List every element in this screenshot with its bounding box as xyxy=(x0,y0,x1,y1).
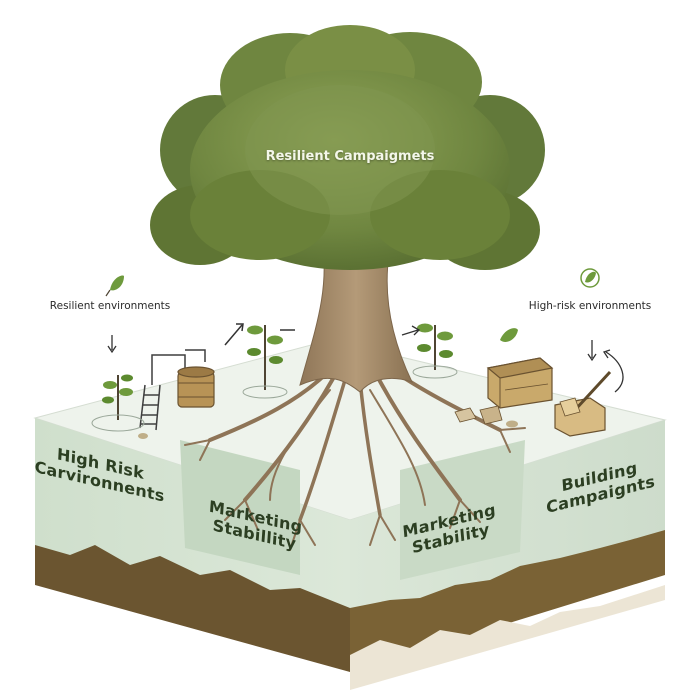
soil-layer-right xyxy=(350,530,665,672)
canopy-label: Resilient Campaigmets xyxy=(265,149,435,164)
tree-canopy xyxy=(150,25,545,270)
high-risk-environments-note: High-risk environments xyxy=(528,300,652,312)
leaf-icon-left xyxy=(105,275,124,297)
resilient-environments-note: Resilient environments xyxy=(49,300,171,312)
leaf-icon-crate xyxy=(500,328,518,342)
arrow-down-icon xyxy=(107,335,117,354)
tree-roots xyxy=(184,363,526,551)
arrow-left-up-icon xyxy=(224,323,295,346)
arrow-curve-icon xyxy=(602,349,624,393)
block-cutaway-right xyxy=(400,440,525,580)
sapling-left xyxy=(91,374,145,432)
arrow-down-right-icon xyxy=(587,340,597,362)
crate-illustration xyxy=(486,357,554,409)
barrel-illustration xyxy=(177,366,215,408)
leaf-badge-icon xyxy=(580,268,600,288)
sapling-center-left xyxy=(242,325,288,399)
tree-trunk xyxy=(299,237,413,393)
ground-debris xyxy=(138,405,518,439)
soil-layer-left xyxy=(35,545,350,672)
soil-rock-edge xyxy=(350,585,665,690)
block-cutaway-left xyxy=(180,440,300,575)
arrow-right-icon xyxy=(401,325,421,336)
sapling-center-right xyxy=(412,323,458,379)
open-box-illustration xyxy=(554,370,612,437)
